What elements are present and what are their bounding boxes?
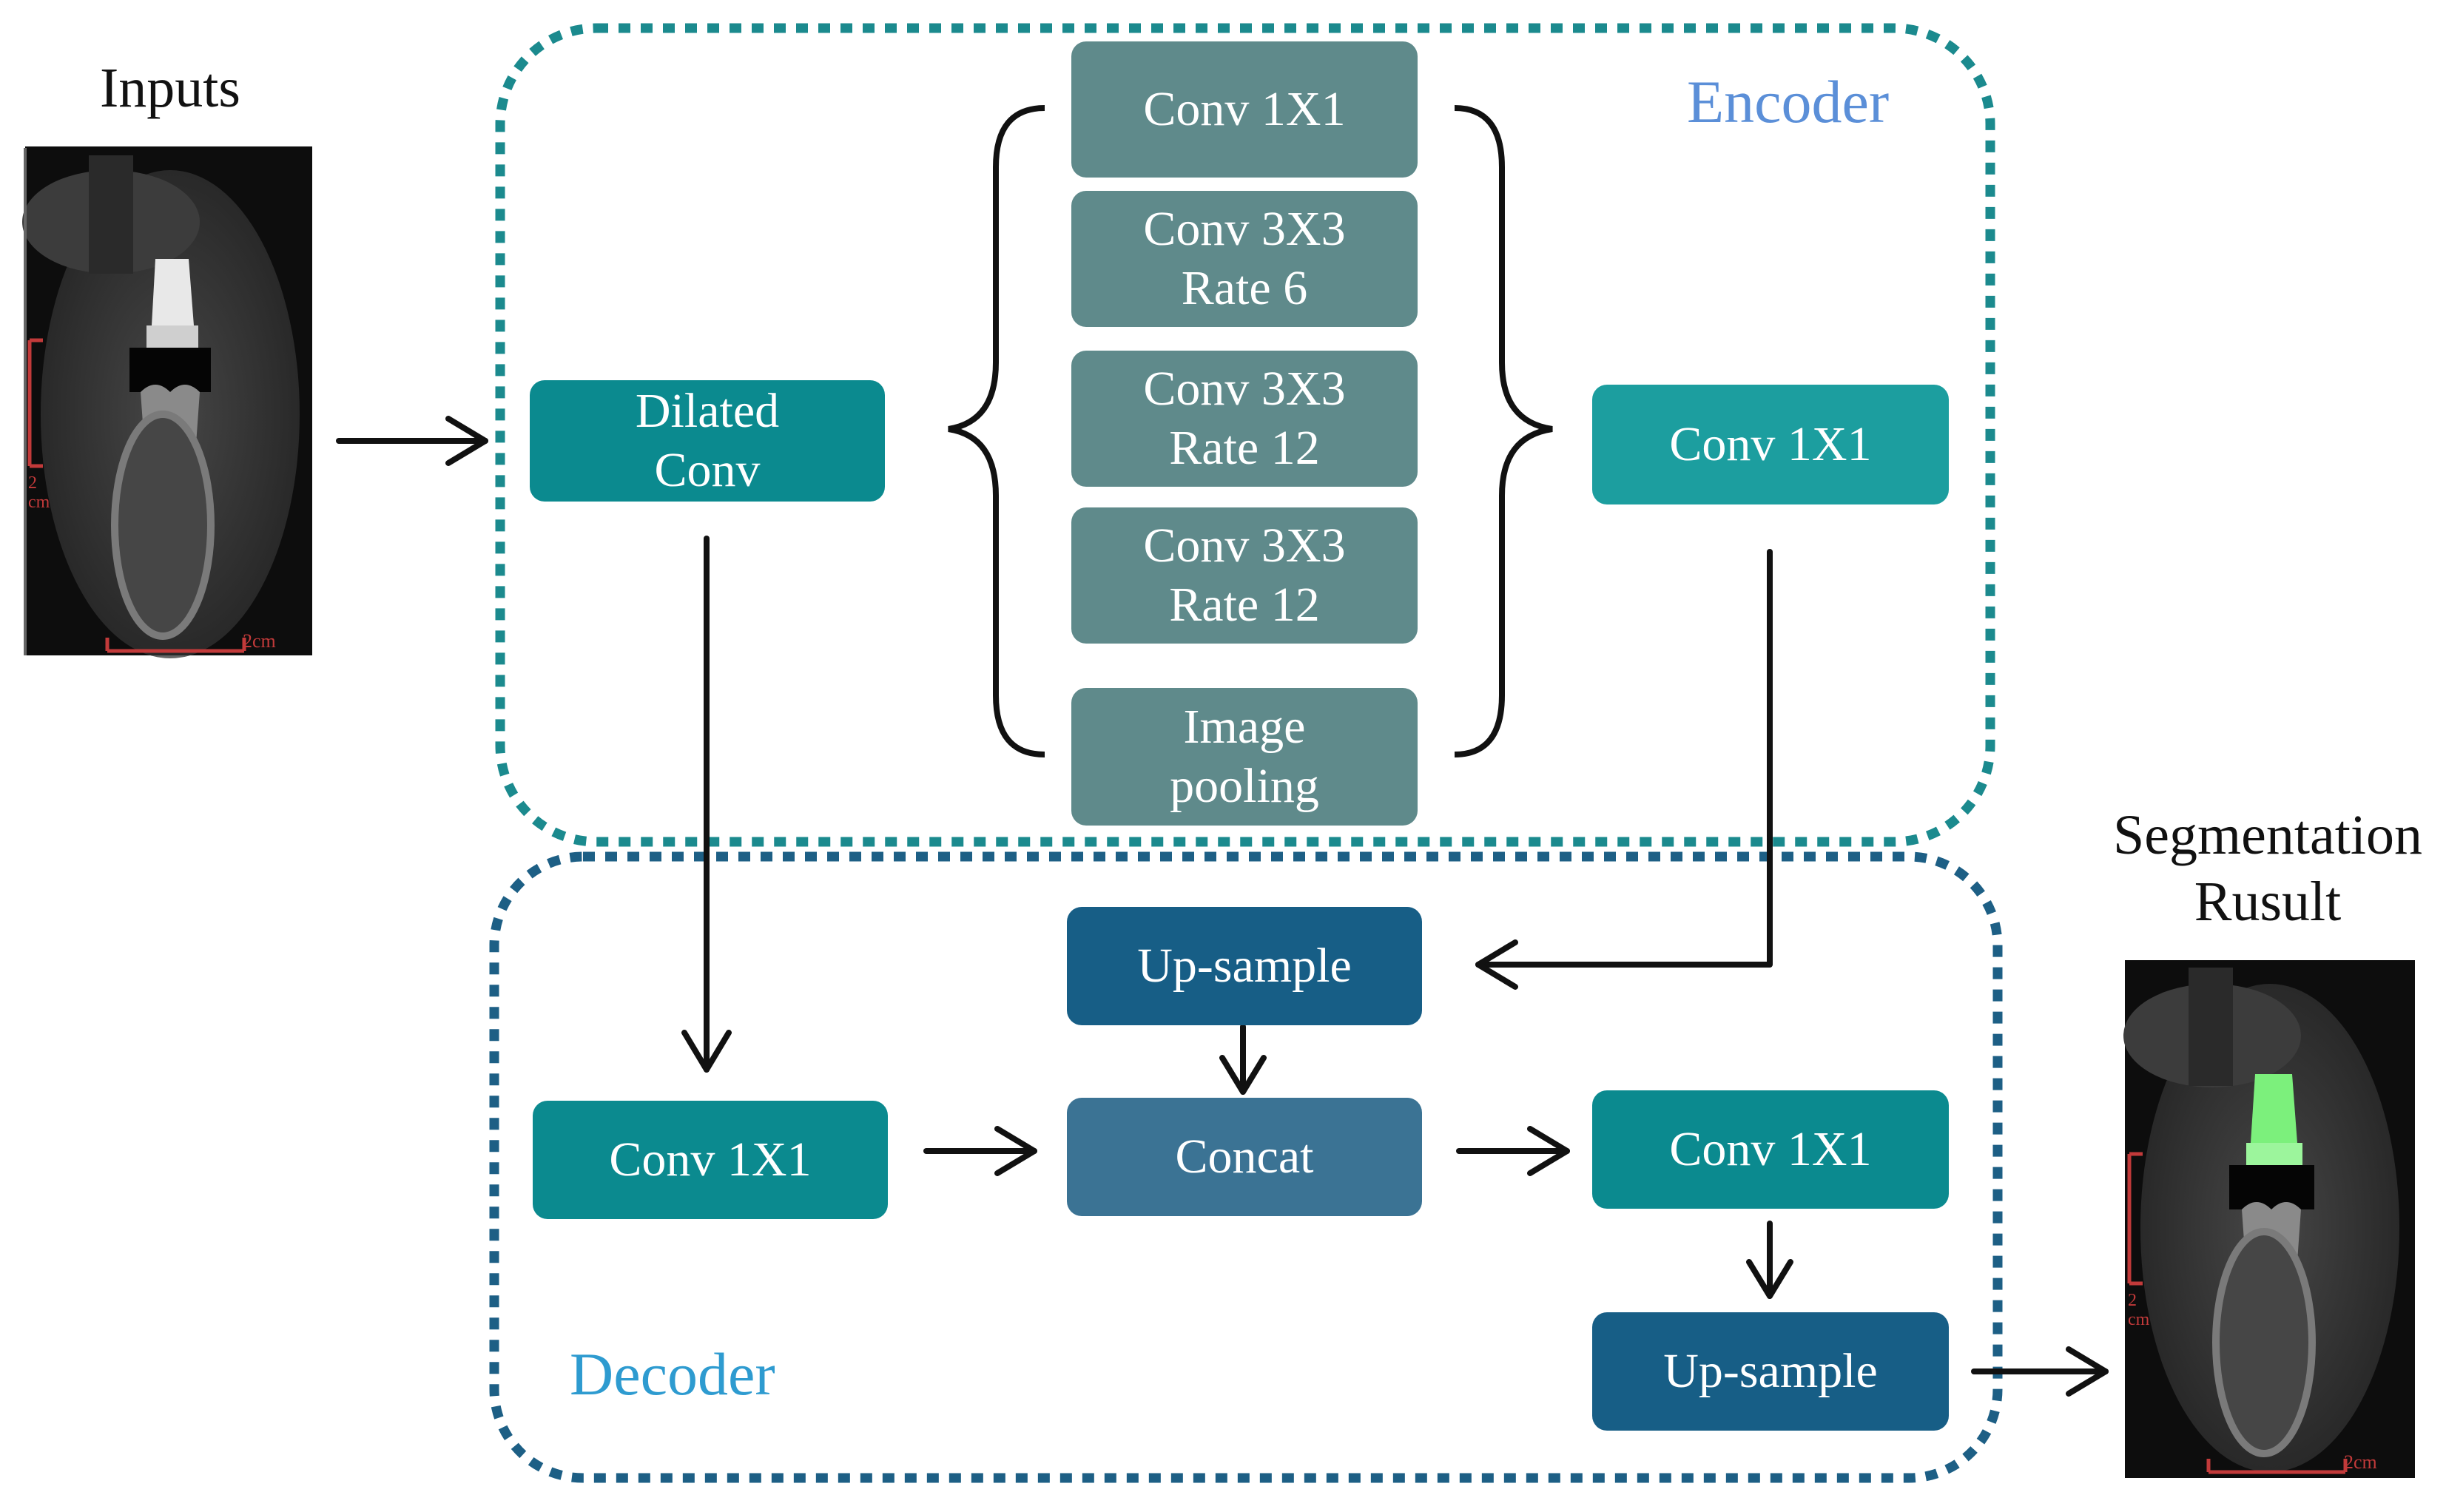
encoder-label: Encoder	[1687, 68, 1890, 135]
input-ct-scan-image: 2cm 2 cm	[22, 146, 312, 658]
arrow-encoder-to-upsample	[1475, 549, 1773, 968]
decoder-conv-right-block: Conv 1X1	[1592, 1090, 1949, 1209]
segmentation-label-line2: Rusult	[2194, 871, 2342, 933]
dilated-conv-line1: Dilated	[635, 384, 780, 438]
branch-conv3x3-rate12-block: Conv 3X3 Rate 12	[1071, 351, 1418, 487]
concat-label: Concat	[1175, 1130, 1314, 1184]
left-brace	[948, 105, 1045, 757]
branch-label-line2: Rate 6	[1181, 261, 1308, 315]
input-unit-label: 2	[28, 473, 37, 493]
branch-label-line1: Conv 3X3	[1143, 202, 1346, 256]
decoder-conv-right-label: Conv 1X1	[1669, 1122, 1872, 1176]
branch-image-pooling-block: Image pooling	[1071, 688, 1418, 826]
upsample-top-block: Up-sample	[1067, 907, 1422, 1025]
branch-label-line2: Rate 12	[1169, 578, 1320, 632]
output-unit-sub-label: cm	[2128, 1310, 2150, 1329]
branch-label-line1: Conv 1X1	[1143, 82, 1346, 136]
decoder-region-border	[489, 851, 2003, 1483]
concat-block: Concat	[1067, 1098, 1422, 1216]
inputs-label: Inputs	[100, 57, 240, 119]
encoder-output-conv-label: Conv 1X1	[1669, 417, 1872, 471]
branch-label-line1: Conv 3X3	[1143, 519, 1346, 573]
output-unit-label: 2	[2128, 1291, 2137, 1310]
encoder-region-border	[495, 23, 1995, 847]
branch-label-line2: pooling	[1170, 759, 1319, 813]
segmentation-label-line1: Segmentation	[2113, 804, 2422, 866]
branch-label-line1: Image	[1183, 700, 1306, 754]
branch-conv1x1-block: Conv 1X1	[1071, 41, 1418, 178]
output-scale-label: 2cm	[2344, 1451, 2377, 1473]
decoder-conv-left-label: Conv 1X1	[609, 1133, 812, 1187]
branch-conv3x3-rate12b-block: Conv 3X3 Rate 12	[1071, 507, 1418, 644]
encoder-output-conv-block: Conv 1X1	[1592, 385, 1949, 504]
branch-label-line2: Rate 12	[1169, 421, 1320, 475]
decoder-conv-left-block: Conv 1X1	[533, 1101, 888, 1219]
right-brace	[1454, 105, 1553, 757]
upsample-bottom-block: Up-sample	[1592, 1312, 1949, 1431]
dilated-conv-block: Dilated Conv	[530, 380, 885, 502]
branch-label-line1: Conv 3X3	[1143, 362, 1346, 416]
input-unit-sub-label: cm	[28, 493, 50, 512]
input-scale-label: 2cm	[243, 630, 276, 652]
segmentation-result-image: 2cm 2 cm	[2123, 960, 2415, 1478]
upsample-top-label: Up-sample	[1137, 939, 1352, 993]
segmentation-result-label: Segmentation Rusult	[2094, 802, 2442, 935]
dilated-conv-line2: Conv	[654, 443, 761, 497]
branch-conv3x3-rate6-block: Conv 3X3 Rate 6	[1071, 191, 1418, 327]
decoder-label: Decoder	[570, 1340, 775, 1408]
upsample-bottom-label: Up-sample	[1663, 1344, 1878, 1398]
